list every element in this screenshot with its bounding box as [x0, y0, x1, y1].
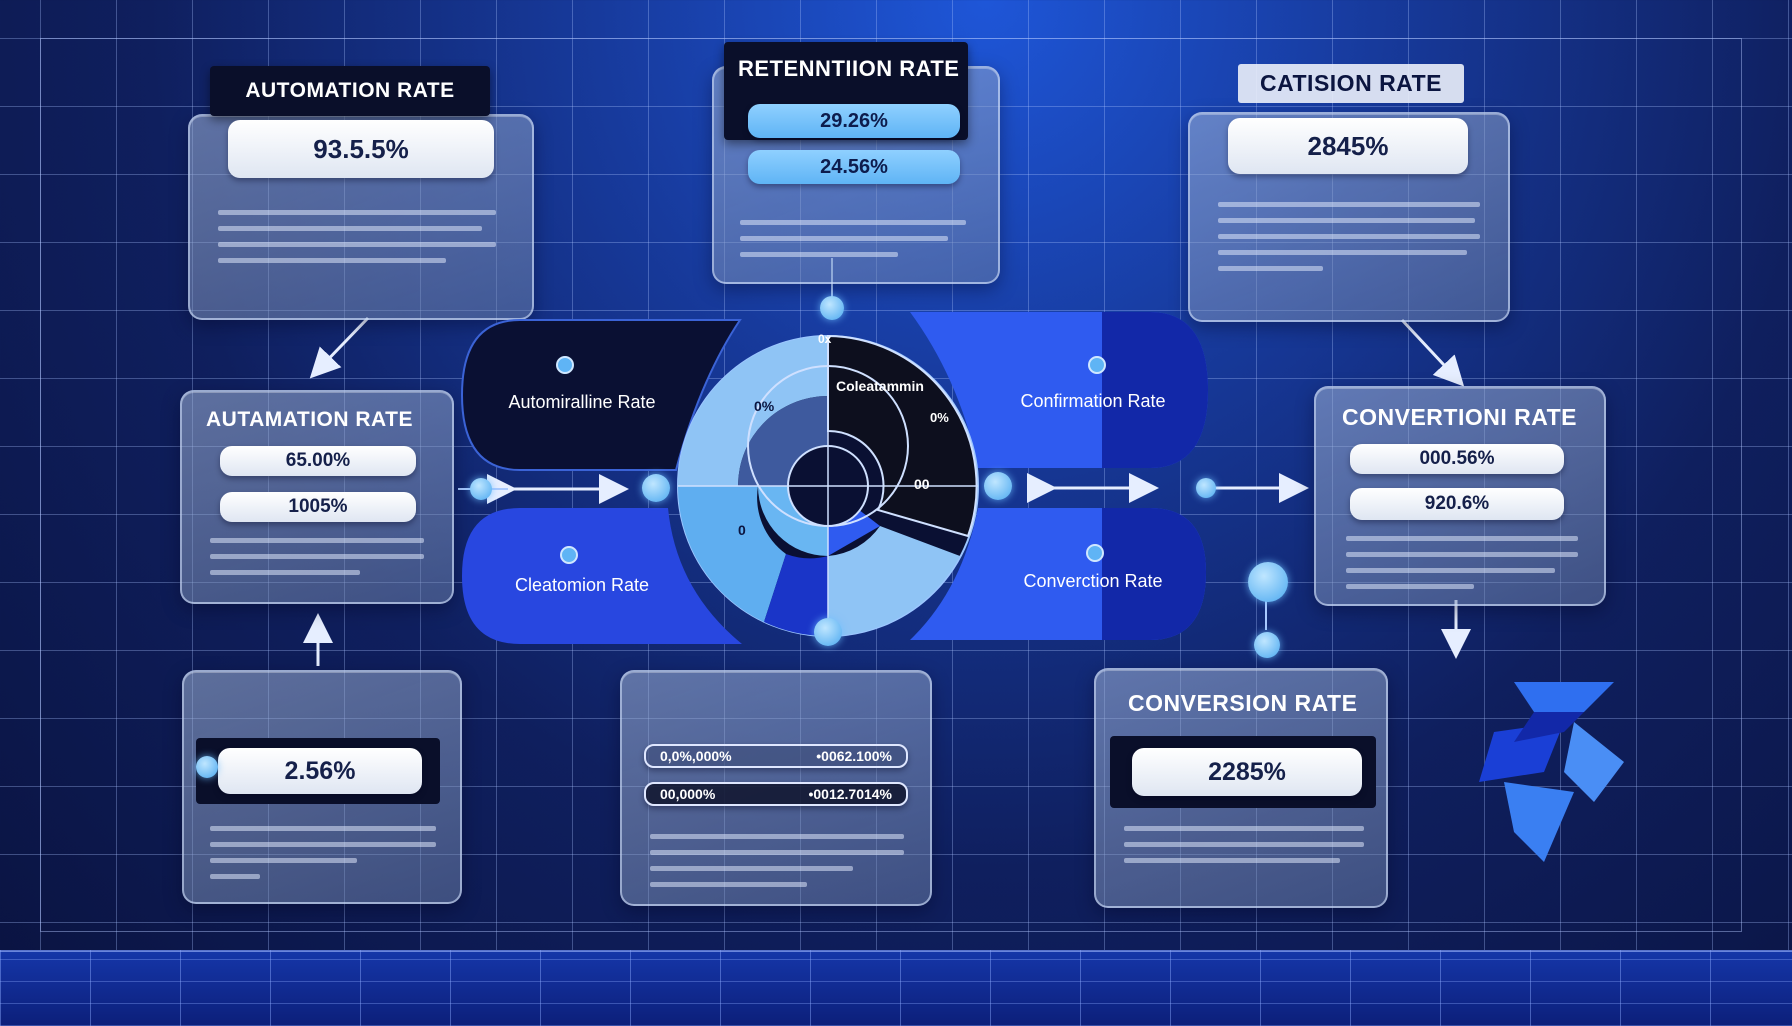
wing-bottom-right-node: [1086, 544, 1104, 562]
automation-rate-title-top: AUTOMATION RATE: [210, 66, 490, 116]
grid-frame: [40, 38, 1742, 932]
donut-label-2: Coleatammin: [836, 378, 924, 394]
bottom-left-rate-value: 2.56%: [218, 748, 422, 794]
arrow-topleft-to-midleft: [309, 316, 370, 379]
bottom-center-row-1: 0,0%,000% •0062.100%: [644, 744, 908, 768]
connector-node-right-large: [1248, 562, 1288, 602]
connector-node-right-small: [1254, 632, 1280, 658]
donut-seg-bottom-left-2: [764, 554, 828, 637]
wing-top-right-dark: [1102, 312, 1208, 468]
bottom-center-desc: [650, 834, 904, 898]
autamation-rate-value-2: 1005%: [220, 492, 416, 522]
wing-top-left-label: Automiralline Rate: [508, 391, 656, 412]
convertioni-rate-value-2: 920.6%: [1350, 488, 1564, 520]
bottom-center-row-2-left: 00,000%: [660, 786, 716, 802]
connector-node-top: [820, 296, 844, 320]
convertioni-rate-desc: [1346, 536, 1578, 600]
wing-top-left-node: [556, 356, 574, 374]
wing-top-right-label: Confirmation Rate: [1020, 390, 1166, 411]
donut-label-4: 0%: [930, 410, 949, 425]
retention-rate-desc: [740, 220, 966, 268]
convertioni-rate-title: CONVERTIONI RATE: [1342, 404, 1578, 430]
donut-seg-top-left-outer: [678, 336, 828, 486]
donut-seg-top-left-inner: [738, 396, 828, 486]
catision-rate-value: 2845%: [1228, 118, 1468, 174]
connector-node-right: [1196, 478, 1216, 498]
donut-seg-bottom-right-1: [828, 526, 960, 636]
wing-bottom-left: Cleatomion Rate: [462, 520, 702, 650]
floor-grid: [0, 950, 1792, 1026]
bottom-center-row-1-left: 0,0%,000%: [660, 748, 732, 764]
automation-rate-desc-top: [218, 210, 496, 274]
wing-top-right-node: [1088, 356, 1106, 374]
connector-node-left: [470, 478, 492, 500]
donut-label-5: 0: [738, 522, 746, 538]
wing-top-right: Confirmation Rate: [980, 320, 1206, 468]
wing-top-left: Automiralline Rate: [462, 320, 702, 470]
wing-bottom-right-dark: [1102, 508, 1206, 640]
autamation-rate-desc: [210, 538, 424, 586]
donut-label-6: 0x: [818, 332, 832, 346]
donut-label-1: 0%: [754, 398, 775, 414]
bottom-center-row-1-right: •0062.100%: [816, 748, 892, 764]
wing-bottom-left-shape: [462, 508, 742, 644]
donut-seg-bottom-left-1: [677, 486, 786, 622]
automation-rate-value-top: 93.5.5%: [228, 120, 494, 178]
wing-bottom-right: Converction Rate: [980, 516, 1206, 646]
connector-node-donut-bottom: [814, 618, 842, 646]
bottom-center-row-2-right: •0012.7014%: [808, 786, 892, 802]
conversion-rate-desc: [1124, 826, 1364, 874]
conversion-rate-value: 2285%: [1132, 748, 1362, 796]
connector-node-donut-left: [642, 474, 670, 502]
catision-rate-title: CATISION RATE: [1238, 64, 1464, 103]
autamation-rate-title: AUTAMATION RATE: [206, 408, 413, 431]
wing-bottom-left-node: [560, 546, 578, 564]
retention-rate-value-2: 24.56%: [748, 150, 960, 184]
catision-rate-desc: [1218, 202, 1480, 282]
wing-bottom-left-label: Cleatomion Rate: [514, 574, 650, 595]
conversion-rate-title: CONVERSION RATE: [1128, 690, 1358, 716]
brand-logo-icon: [1479, 682, 1624, 862]
convertioni-rate-value-1: 000.56%: [1350, 444, 1564, 474]
bottom-left-node: [196, 756, 218, 778]
autamation-rate-value-1: 65.00%: [220, 446, 416, 476]
donut-label-3: 00: [914, 476, 930, 492]
wing-bottom-right-label: Converction Rate: [1023, 570, 1163, 591]
wing-top-left-shape: [460, 319, 742, 471]
central-donut-chart: [677, 334, 979, 637]
connector-node-donut-right: [984, 472, 1012, 500]
bottom-center-row-2: 00,000% •0012.7014%: [644, 782, 908, 806]
retention-rate-value-1: 29.26%: [748, 104, 960, 138]
arrow-topright-to-midright: [1400, 318, 1465, 387]
bottom-left-desc: [210, 826, 436, 890]
